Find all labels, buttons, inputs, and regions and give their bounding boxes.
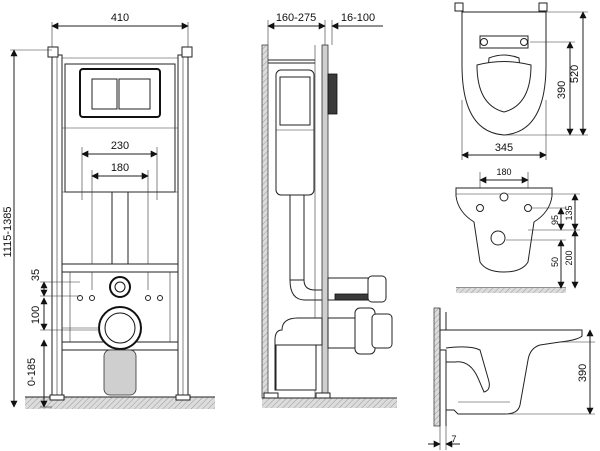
rear-dimension-95-label: 95 bbox=[550, 215, 560, 225]
bowl-width-label: 345 bbox=[495, 142, 513, 154]
rear-dimension-50-label: 50 bbox=[550, 257, 560, 267]
bowl-side-outline bbox=[439, 329, 583, 415]
dimension-100-label: 100 bbox=[30, 306, 42, 324]
rear-dimension-135-label: 135 bbox=[564, 205, 574, 220]
frame-height-label: 1115-1385 bbox=[2, 207, 14, 258]
rear-dimension-200-label: 200 bbox=[564, 250, 574, 265]
bowl-fixing-length-label: 390 bbox=[556, 81, 568, 99]
bowl-top-view: 520 390 345 bbox=[454, 2, 588, 160]
rear-fixing-spacing-label: 180 bbox=[496, 167, 511, 177]
front-view: 410 230 180 bbox=[2, 12, 215, 409]
bowl-height-label: 390 bbox=[577, 364, 589, 382]
side-wall bbox=[261, 44, 269, 399]
front-width-label: 410 bbox=[111, 12, 129, 24]
floor-range-label: 0-185 bbox=[26, 358, 38, 386]
flush-plate-width-label: 230 bbox=[111, 140, 129, 152]
dimension-35-label: 35 bbox=[30, 269, 42, 281]
side-view: 160-275 16-100 bbox=[261, 12, 397, 408]
bowl-side-view: 390 7 bbox=[428, 307, 595, 450]
front-floor bbox=[25, 397, 215, 409]
bowl-rear-view: 180 135 95 200 50 bbox=[455, 167, 580, 293]
depth-range-label: 160-275 bbox=[276, 12, 316, 24]
wall-range-label: 16-100 bbox=[341, 12, 375, 24]
bowl-gap-label: 7 bbox=[451, 434, 456, 444]
bowl-length-label: 520 bbox=[569, 65, 581, 83]
inner-width-label: 180 bbox=[111, 162, 129, 174]
